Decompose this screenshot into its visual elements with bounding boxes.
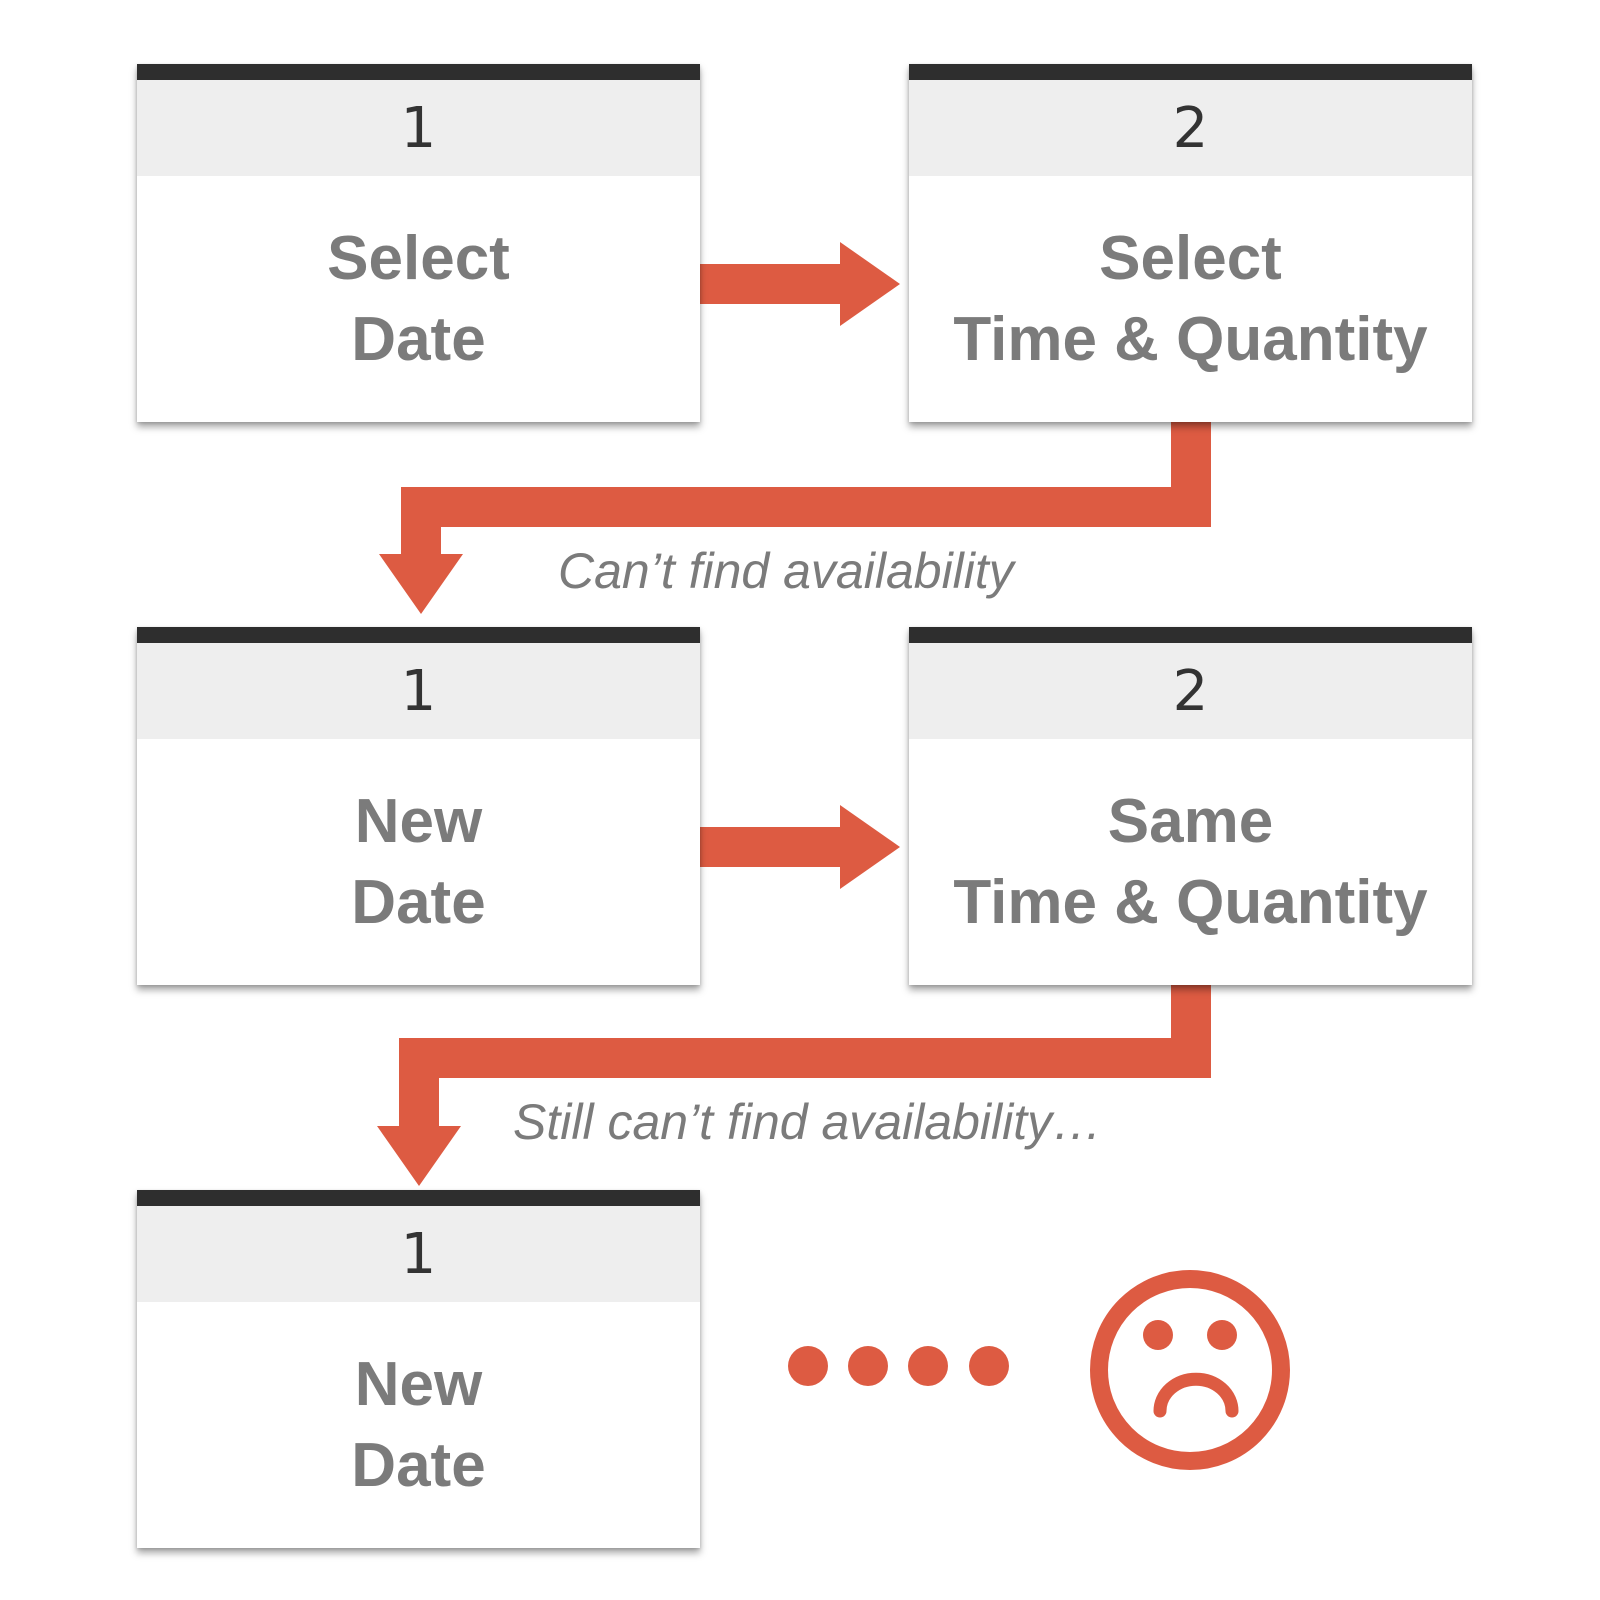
step-label: New Date	[137, 739, 700, 985]
step-number: 2	[909, 643, 1472, 739]
step-label-line: Time & Quantity	[953, 305, 1428, 374]
step-number: 2	[909, 80, 1472, 176]
arrow-right-icon	[700, 242, 900, 326]
step-number: 1	[137, 643, 700, 739]
step-number: 1	[137, 80, 700, 176]
step-card-new-date-again: 1 New Date	[137, 1190, 700, 1548]
step-label-line: New	[354, 1350, 483, 1419]
step-label: New Date	[137, 1302, 700, 1548]
dot	[788, 1346, 828, 1386]
step-label-line: Time & Quantity	[953, 868, 1428, 937]
step-label: Select Time & Quantity	[909, 176, 1472, 422]
step-card-select-date: 1 Select Date	[137, 64, 700, 422]
step-label-line: Select	[327, 224, 510, 293]
step-card-new-date: 1 New Date	[137, 627, 700, 985]
dot	[908, 1346, 948, 1386]
step-label: Same Time & Quantity	[909, 739, 1472, 985]
card-top-bar	[909, 64, 1472, 80]
dot	[969, 1346, 1009, 1386]
card-top-bar	[137, 64, 700, 80]
step-label: Select Date	[137, 176, 700, 422]
step-label-line: Select	[1099, 224, 1282, 293]
elbow-arrow-icon	[379, 422, 1211, 614]
availability-note: Can’t find availability	[558, 543, 1014, 599]
card-top-bar	[137, 627, 700, 643]
step-label-line: Date	[351, 305, 486, 374]
step-label-line: Date	[351, 868, 486, 937]
arrow-right-icon	[700, 805, 900, 889]
step-label-line: Same	[1107, 787, 1274, 856]
step-card-select-time-quantity: 2 Select Time & Quantity	[909, 64, 1472, 422]
step-label-line: New	[354, 787, 483, 856]
step-number: 1	[137, 1206, 700, 1302]
step-label-line: Date	[351, 1431, 486, 1500]
step-card-same-time-quantity: 2 Same Time & Quantity	[909, 627, 1472, 985]
elbow-arrow-icon	[377, 985, 1211, 1186]
card-top-bar	[909, 627, 1472, 643]
sad-face-icon	[1090, 1270, 1290, 1470]
dot	[848, 1346, 888, 1386]
availability-note: Still can’t find availability…	[513, 1094, 1103, 1150]
card-top-bar	[137, 1190, 700, 1206]
